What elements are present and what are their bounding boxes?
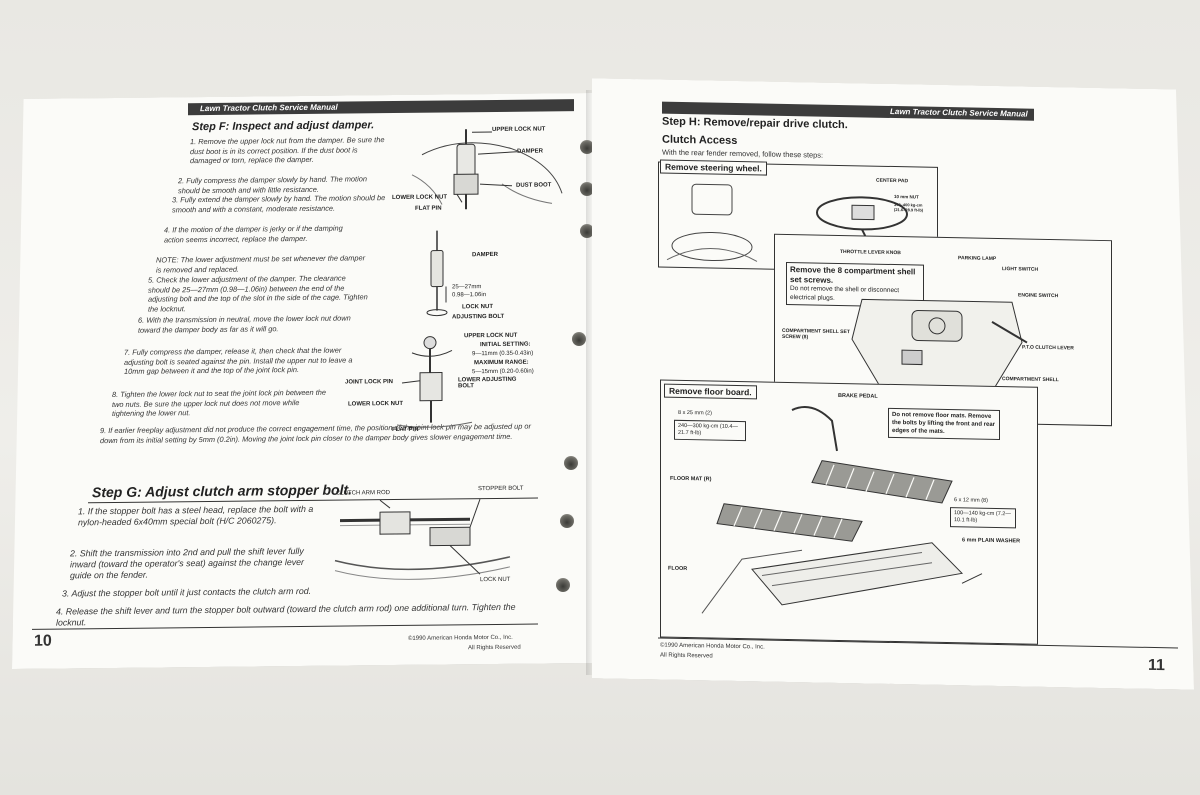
page-number: 11 xyxy=(1148,656,1165,675)
fig2-dim1: 25—27mm xyxy=(452,284,482,291)
fig2-damper: DAMPER xyxy=(472,251,499,259)
step-f-7: 7. Fully compress the damper, release it… xyxy=(124,345,353,377)
page-number: 10 xyxy=(34,632,52,650)
box3-washer: 6 mm PLAIN WASHER xyxy=(962,537,1021,545)
binder-hole xyxy=(572,332,586,346)
box3-bolt2: 6 x 12 mm (8) xyxy=(954,497,988,504)
fig3-initial-value: 9—11mm (0.35-0.43in) xyxy=(472,350,534,358)
damper-figure-1 xyxy=(402,123,592,225)
fig1-lower-lock-nut: LOWER LOCK NUT xyxy=(392,194,447,202)
fig3-lower-lock-nut: LOWER LOCK NUT xyxy=(348,400,403,408)
copyright: ©1990 American Honda Motor Co., Inc. xyxy=(408,634,513,642)
box2-light-switch: LIGHT SWITCH xyxy=(1002,266,1039,273)
fig4-stopper-bolt: STOPPER BOLT xyxy=(478,485,524,493)
left-page: Lawn Tractor Clutch Service Manual Step … xyxy=(12,93,592,669)
fig1-damper: DAMPER xyxy=(517,148,544,155)
fig3-joint-lock-pin: JOINT LOCK PIN xyxy=(345,379,394,386)
compartment-figure xyxy=(842,279,1042,403)
binder-hole xyxy=(564,456,578,470)
box1-center-pad: CENTER PAD xyxy=(876,177,909,185)
fig1-dust-boot: DUST BOOT xyxy=(516,182,552,189)
box1-title: Remove steering wheel. xyxy=(660,160,767,176)
step-f-5: 5. Check the lower adjustment of the dam… xyxy=(148,273,368,314)
box2-parking-lamp: PARKING LAMP xyxy=(958,255,997,262)
binder-hole xyxy=(580,224,594,238)
copyright: ©1990 American Honda Motor Co., Inc. xyxy=(660,642,765,651)
fig1-upper-lock-nut: UPPER LOCK NUT xyxy=(492,126,546,134)
box3-floor-mat: FLOOR MAT (R) xyxy=(670,475,712,483)
fig3-initial-setting: INITIAL SETTING: xyxy=(480,341,531,349)
fig3-flat-pin: FLAT PIN xyxy=(392,426,419,434)
header-title: Lawn Tractor Clutch Service Manual xyxy=(200,102,338,114)
clutch-access-title: Clutch Access xyxy=(662,133,738,148)
step-g-1: 1. If the stopper bolt has a steel head,… xyxy=(78,503,314,528)
fig2-dim2: 0.98—1.06in xyxy=(452,292,487,299)
box3-torque2: 100—140 kg-cm (7.2—10.1 ft-lb) xyxy=(950,507,1016,528)
fig3-maximum-value: 5—15mm (0.20-0.60in) xyxy=(472,368,534,376)
right-page: Lawn Tractor Clutch Service Manual Step … xyxy=(592,78,1194,690)
floor-board-figure xyxy=(662,398,1032,625)
binder-hole xyxy=(580,140,594,154)
rights: All Rights Reserved xyxy=(468,644,521,652)
note: NOTE: The lower adjustment must be set w… xyxy=(156,253,366,275)
step-f-2: 2. Fully compress the damper slowly by h… xyxy=(178,174,367,195)
binder-hole xyxy=(556,578,570,592)
step-f-4: 4. If the motion of the damper is jerky … xyxy=(164,223,343,245)
box2-throttle-knob: THROTTLE LEVER KNOB xyxy=(840,248,901,257)
box3-floor: FLOOR xyxy=(668,565,688,573)
fig4-clutch-arm-rod: CLUTCH ARM ROD xyxy=(336,490,391,497)
fig3-maximum-range: MAXIMUM RANGE: xyxy=(474,359,529,367)
damper-figure-2 xyxy=(412,230,472,321)
fig2-lock-nut: LOCK NUT xyxy=(462,303,493,311)
fig3-upper-lock-nut: UPPER LOCK NUT xyxy=(464,332,518,340)
fig1-flat-pin: FLAT PIN xyxy=(415,205,442,212)
step-f-title: Step F: Inspect and adjust damper. xyxy=(192,119,375,134)
box2-set-screw: COMPARTMENT SHELL SET SCREW (8) xyxy=(782,327,850,341)
binder-hole xyxy=(580,182,594,196)
step-h-title: Step H: Remove/repair drive clutch. xyxy=(662,115,848,132)
fig2-adjusting-bolt: ADJUSTING BOLT xyxy=(452,313,505,321)
rights: All Rights Reserved xyxy=(660,652,713,660)
binder-hole xyxy=(560,514,574,528)
box2-pto-lever: P.T.O CLUTCH LEVER xyxy=(1022,344,1074,352)
fig4-lock-nut: LOCK NUT xyxy=(480,576,511,584)
damper-figure-3 xyxy=(392,332,512,433)
box1-nut: 10 mm NUT xyxy=(894,194,919,200)
box1-torque: 300–400 kg-cm (21.6–28.9 ft-lb) xyxy=(894,202,924,213)
box2-compartment-shell: COMPARTMENT SHELL xyxy=(1002,376,1059,384)
step-f-8: 8. Tighten the lower lock nut to seat th… xyxy=(112,387,326,419)
step-f-1: 1. Remove the upper lock nut from the da… xyxy=(190,135,385,166)
fig3-lower-adjusting-bolt: LOWER ADJUSTING BOLT xyxy=(458,376,517,390)
stopper-bolt-figure xyxy=(330,499,530,591)
step-f-6: 6. With the transmission in neutral, mov… xyxy=(138,313,351,335)
box3-brake-pedal: BRAKE PEDAL xyxy=(838,392,878,400)
header-title: Lawn Tractor Clutch Service Manual xyxy=(890,106,1028,119)
step-f-3: 3. Fully extend the damper slowly by han… xyxy=(172,193,386,214)
step-g-title: Step G: Adjust clutch arm stopper bolt. xyxy=(92,481,353,501)
step-g-2: 2. Shift the transmission into 2nd and p… xyxy=(70,545,304,581)
